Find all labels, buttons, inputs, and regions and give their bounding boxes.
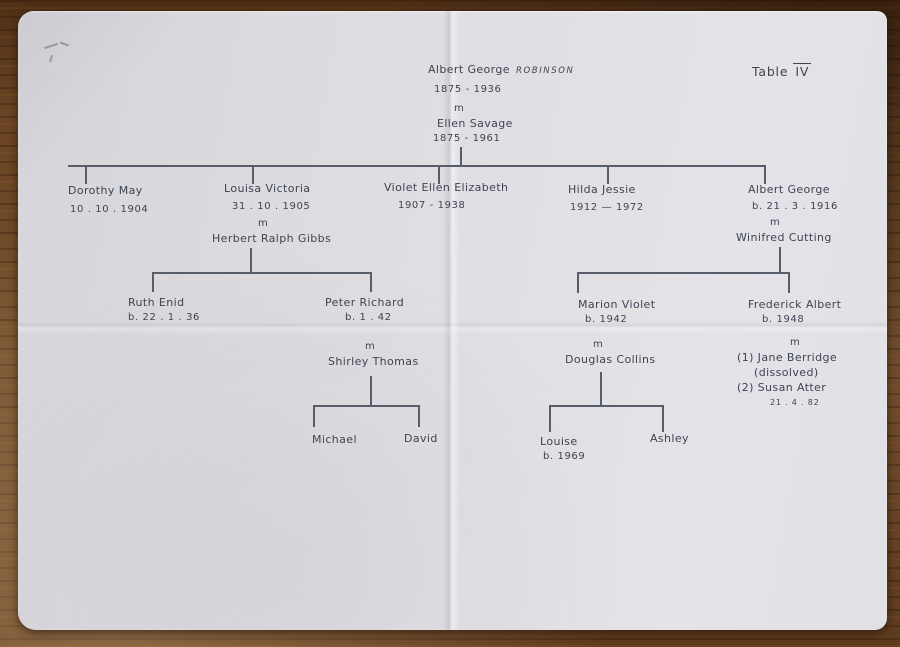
connector-gibbs-stem: [250, 248, 252, 273]
connector-douglas-stem: [600, 372, 602, 406]
person-michael: Michael: [312, 432, 357, 447]
family-tree-paper-sheet: [18, 11, 887, 630]
person-albert-george-jr: Albert George b. 21 . 3 . 1916 m Winifre…: [736, 182, 838, 245]
table-number-label: Table IV: [752, 63, 812, 79]
table-word: Table: [752, 64, 789, 79]
spouse-name: Herbert Ralph Gibbs: [212, 232, 332, 245]
first-marriage-note: (dissolved): [754, 366, 819, 379]
person-dates: b. 21 . 3 . 1916: [752, 201, 838, 212]
person-name: Ashley: [650, 432, 689, 445]
person-frederick-albert: Frederick Albert b. 1948 m (1) Jane Berr…: [737, 297, 842, 410]
person-louisa-victoria: Louisa Victoria 31 . 10 . 1905 m Herbert…: [212, 181, 331, 246]
person-dates: 31 . 10 . 1905: [232, 201, 311, 212]
connector-gen1-bar: [68, 165, 765, 167]
person-name: Hilda Jessie: [568, 183, 636, 196]
person-name: Michael: [312, 433, 357, 446]
person-dates: b. 1942: [585, 314, 628, 325]
spouse-name: Winifred Cutting: [736, 231, 832, 244]
person-hilda-jessie: Hilda Jessie 1912 — 1972: [568, 182, 644, 215]
connector-drop-ashley: [662, 405, 664, 432]
marriage-marker: m: [365, 341, 376, 352]
person-dates: 1875 - 1936: [434, 84, 502, 95]
second-marriage: (2) Susan Atter: [737, 381, 827, 394]
person-dates: b. 1948: [762, 314, 805, 325]
person-name: Dorothy May: [68, 184, 143, 197]
person-name: Albert George: [748, 183, 830, 196]
marriage-marker: m: [790, 337, 801, 348]
connector-drop-louisa: [252, 165, 254, 184]
person-name: Peter Richard: [325, 296, 405, 309]
person-violet-ellen-elizabeth: Violet Ellen Elizabeth 1907 - 1938: [384, 180, 508, 213]
connector-winifred-stem: [779, 247, 781, 273]
connector-winifred-bar: [577, 272, 789, 274]
connector-drop-violet: [438, 165, 440, 184]
person-name: Marion Violet: [578, 298, 656, 311]
spouse-name: Douglas Collins: [565, 353, 656, 366]
person-name: David: [404, 432, 438, 445]
marriage-marker: m: [454, 103, 465, 114]
connector-drop-marion: [577, 272, 579, 293]
connector-drop-dorothy: [85, 165, 87, 184]
connector-shirley-stem: [370, 376, 372, 406]
connector-drop-frederick: [788, 272, 790, 293]
person-marion-violet: Marion Violet b. 1942 m Douglas Collins: [565, 297, 656, 367]
marriage-marker: m: [593, 339, 604, 350]
connector-drop-peter: [370, 272, 372, 292]
person-dates: 1907 - 1938: [398, 200, 466, 211]
person-name: Louisa Victoria: [224, 182, 311, 195]
spouse-name: Ellen Savage: [437, 117, 513, 130]
table-roman-numeral: IV: [793, 63, 812, 79]
person-ashley: Ashley: [650, 431, 689, 446]
person-dates: 1912 — 1972: [570, 202, 644, 213]
person-dates: b. 1969: [543, 451, 586, 462]
connector-drop-michael: [313, 405, 315, 427]
marriage-marker: m: [770, 217, 781, 228]
person-peter-richard: Peter Richard b. 1 . 42 m Shirley Thomas: [325, 295, 419, 369]
connector-drop-louise: [549, 405, 551, 432]
connector-shirley-bar: [313, 405, 419, 407]
connector-drop-david: [418, 405, 420, 427]
person-surname: ROBINSON: [515, 66, 575, 76]
person-ruth-enid: Ruth Enid b. 22 . 1 . 36: [128, 295, 200, 325]
connector-drop-hilda: [607, 165, 609, 184]
person-name: Ruth Enid: [128, 296, 185, 309]
connector-drop-ruth: [152, 272, 154, 292]
person-name: Frederick Albert: [748, 298, 842, 311]
marriage-marker: m: [258, 218, 269, 229]
second-marriage-date: 21 . 4 . 82: [770, 398, 820, 407]
connector-gibbs-bar: [152, 272, 371, 274]
person-dates: b. 22 . 1 . 36: [128, 312, 200, 323]
person-louise: Louise b. 1969: [540, 434, 585, 464]
person-david: David: [404, 431, 438, 446]
person-dates: b. 1 . 42: [345, 312, 392, 323]
person-dorothy-may: Dorothy May 10 . 10 . 1904: [68, 183, 148, 217]
connector-drop-albert: [764, 165, 766, 184]
person-name: Violet Ellen Elizabeth: [384, 181, 509, 194]
person-name: Louise: [540, 435, 578, 448]
spouse-name: Shirley Thomas: [328, 355, 419, 368]
spouse-dates: 1875 - 1961: [433, 133, 501, 144]
connector-douglas-bar: [549, 405, 663, 407]
connector-root-stem: [460, 147, 462, 166]
person-dates: 10 . 10 . 1904: [70, 204, 149, 215]
first-marriage: (1) Jane Berridge: [737, 351, 838, 364]
